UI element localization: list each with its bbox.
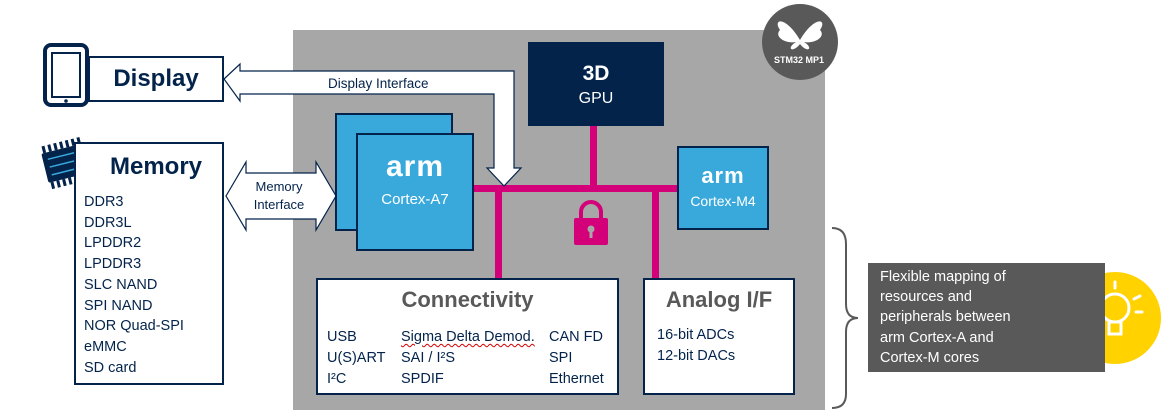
cortex-m4-block <box>677 146 769 230</box>
memory-item: SD card <box>84 359 137 376</box>
analog-box <box>643 278 795 395</box>
connectivity-box <box>316 278 619 395</box>
callout-line: Cortex-M cores <box>880 349 980 366</box>
memory-box <box>74 142 224 385</box>
analog-item: 16-bit ADCs <box>657 327 735 343</box>
memory-list: DDR3 DDR3L LPDDR2 LPDDR3 SLC NAND SPI NA… <box>84 192 184 378</box>
tablet-icon <box>43 43 89 107</box>
callout-text: Flexible mapping of resources and periph… <box>880 267 1070 368</box>
callout-line: resources and <box>880 289 972 306</box>
analog-list: 16-bit ADCs 12-bit DACs <box>657 325 735 366</box>
display-box <box>88 56 224 102</box>
connectivity-title: Connectivity <box>401 287 534 312</box>
connectivity-item: SPI <box>549 350 573 366</box>
memory-item: NOR Quad-SPI <box>84 318 184 335</box>
memory-item: SPI NAND <box>84 297 153 314</box>
curly-brace <box>831 227 859 409</box>
connectivity-item: SPDIF <box>401 371 444 387</box>
display-interface-label: Display Interface <box>328 76 429 91</box>
cortex-m4-name: Cortex-M4 <box>690 193 756 209</box>
display-interface-arrow <box>223 62 523 187</box>
callout-line: arm Cortex-A and <box>880 329 994 346</box>
interconnect-bus <box>474 126 677 280</box>
analog-title: Analog I/F <box>665 287 773 312</box>
gpu-title: 3D <box>582 62 610 85</box>
stm32-badge-label: STM32 MP1 <box>773 55 824 65</box>
callout-box <box>868 263 1105 372</box>
gpu-block <box>528 42 664 126</box>
display-label: Display <box>113 65 199 92</box>
memory-interface-label-line2: Interface <box>253 197 305 212</box>
memory-item: SLC NAND <box>84 276 158 293</box>
cortex-m4-arm-logo: arm <box>701 163 745 188</box>
connectivity-item: CAN FD <box>549 329 603 345</box>
connectivity-item: SAI / I²S <box>401 350 455 366</box>
memory-item: DDR3 <box>84 194 124 210</box>
memory-item: LPDDR2 <box>84 235 142 252</box>
gpu-subtitle: GPU <box>578 90 614 107</box>
callout-line: peripherals between <box>880 309 1011 326</box>
cortex-a7-arm-logo: arm <box>385 150 445 183</box>
lock-icon <box>574 200 608 245</box>
connectivity-item: I²C <box>327 371 347 387</box>
memory-item: eMMC <box>84 338 127 355</box>
stm32-butterfly-icon <box>762 4 838 80</box>
analog-item: 12-bit DACs <box>657 347 736 364</box>
memory-item: LPDDR3 <box>84 256 142 273</box>
callout-line: Flexible mapping of <box>880 269 1006 285</box>
connectivity-item: U(S)ART <box>327 350 386 366</box>
cortex-a7-block <box>356 133 474 251</box>
memory-interface-label-line1: Memory <box>255 179 303 194</box>
memory-title: Memory <box>110 153 203 180</box>
connectivity-item: Sigma Delta Demod. <box>401 329 535 345</box>
connectivity-item: USB <box>327 329 357 345</box>
memory-item: DDR3L <box>84 214 132 231</box>
connectivity-item: Ethernet <box>549 371 604 387</box>
cortex-a7-name: Cortex-A7 <box>381 191 449 208</box>
memory-interface-label: Memory Interface <box>240 178 318 214</box>
